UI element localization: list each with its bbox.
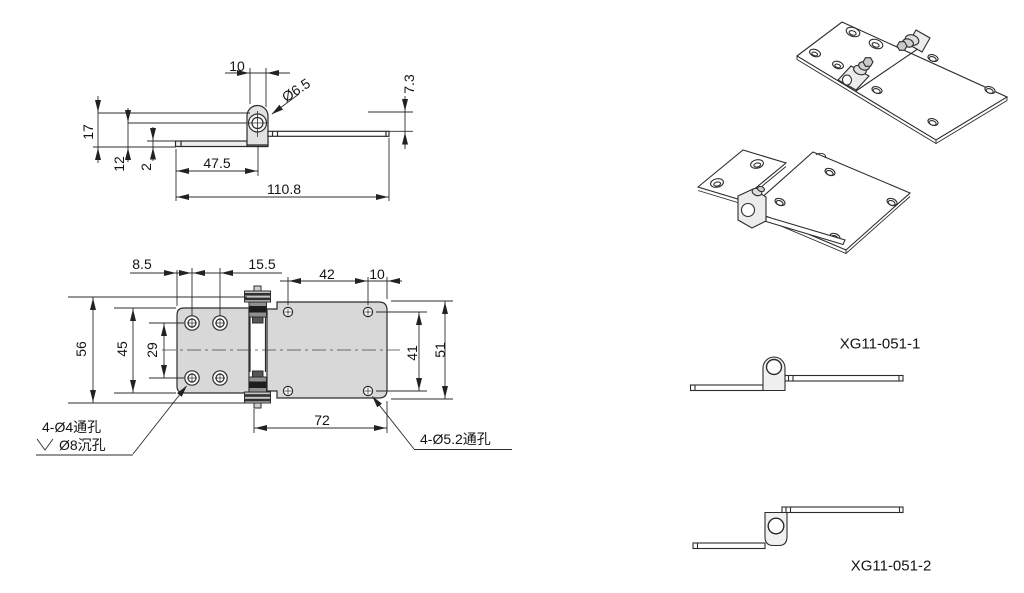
side-view-drawing bbox=[93, 68, 413, 201]
profile-view-1 bbox=[689, 356, 904, 392]
dim-edge-offset-label: 8.5 bbox=[132, 256, 152, 272]
note-counterbore-line2: Ø8沉孔 bbox=[59, 437, 106, 453]
profile-view-2 bbox=[692, 506, 904, 550]
dim-right-edge-label: 10 bbox=[369, 266, 385, 282]
dim-right-plate-width-label: 51 bbox=[432, 342, 448, 358]
dim-left-length-label: 47.5 bbox=[203, 155, 231, 171]
dim-left-hole-pitch-label: 29 bbox=[144, 342, 160, 358]
dim-right-pitch-label: 42 bbox=[319, 266, 335, 282]
dim-left-plate-width-label: 45 bbox=[114, 341, 130, 357]
dim-left-height-label: 17 bbox=[80, 124, 96, 140]
note-counterbore-line1: 4-Ø4通孔 bbox=[42, 419, 102, 435]
note-through-holes: 4-Ø5.2通孔 bbox=[420, 431, 491, 447]
part-number-1: XG11-051-1 bbox=[839, 335, 921, 353]
part-number-2: XG11-051-2 bbox=[850, 557, 932, 575]
dim-hole-pitch-label: 15.5 bbox=[248, 256, 276, 272]
plan-view-drawing bbox=[36, 268, 512, 456]
dim-overall-width-label: 56 bbox=[73, 341, 89, 357]
countersink-icon bbox=[36, 438, 54, 451]
dim-thickness-label: 2 bbox=[138, 163, 154, 171]
dim-right-length-label: 72 bbox=[314, 412, 330, 428]
dim-left-inner-label: 12 bbox=[111, 156, 127, 172]
dim-right-hole-pitch-label: 41 bbox=[404, 345, 420, 361]
dim-right-height-label: 7.3 bbox=[401, 74, 417, 94]
iso-view-bottom bbox=[696, 149, 912, 255]
iso-view-top bbox=[796, 21, 1009, 145]
dim-top-width-label: 10 bbox=[229, 58, 245, 74]
dim-total-length-label: 110.8 bbox=[267, 181, 301, 197]
